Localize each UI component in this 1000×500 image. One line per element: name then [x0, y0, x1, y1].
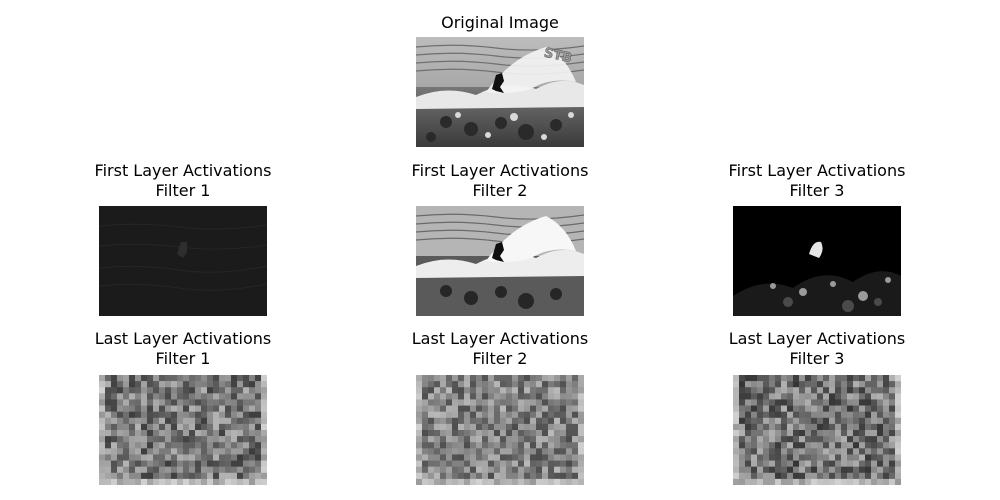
first-layer-filter-1-image — [99, 206, 267, 316]
original-image-title: Original Image — [340, 13, 660, 33]
first-layer-filter-3-label: Filter 3 — [789, 181, 845, 200]
last-layer-filter-2-image — [416, 375, 584, 485]
last-layer-filter-3-image — [733, 375, 901, 485]
first-layer-filter-1-heading: First Layer Activations — [94, 161, 272, 180]
first-layer-filter-1-title: First Layer Activations Filter 1 — [23, 161, 343, 201]
first-layer-filter-1-label: Filter 1 — [155, 181, 211, 200]
last-layer-filter-2-label: Filter 2 — [472, 349, 528, 368]
last-layer-filter-1-image — [99, 375, 267, 485]
last-layer-filter-1-label: Filter 1 — [155, 349, 211, 368]
last-layer-filter-2-title: Last Layer Activations Filter 2 — [340, 329, 660, 369]
first-layer-filter-3-title: First Layer Activations Filter 3 — [657, 161, 977, 201]
last-layer-filter-3-heading: Last Layer Activations — [728, 329, 906, 348]
watermark-text: STB — [543, 46, 574, 67]
last-layer-filter-1-heading: Last Layer Activations — [94, 329, 272, 348]
first-layer-filter-3-heading: First Layer Activations — [728, 161, 906, 180]
last-layer-filter-3-label: Filter 3 — [789, 349, 845, 368]
original-image: STB — [416, 37, 584, 147]
first-layer-filter-2-image — [416, 206, 584, 316]
last-layer-filter-1-title: Last Layer Activations Filter 1 — [23, 329, 343, 369]
last-layer-filter-2-heading: Last Layer Activations — [411, 329, 589, 348]
last-layer-filter-2-heatmap — [416, 375, 584, 485]
first-layer-filter-2-title: First Layer Activations Filter 2 — [340, 161, 660, 201]
last-layer-filter-3-title: Last Layer Activations Filter 3 — [657, 329, 977, 369]
first-layer-filter-3-image — [733, 206, 901, 316]
last-layer-filter-3-heatmap — [733, 375, 901, 485]
first-layer-filter-2-label: Filter 2 — [472, 181, 528, 200]
original-image-title-text: Original Image — [441, 13, 559, 32]
first-layer-filter-2-heading: First Layer Activations — [411, 161, 589, 180]
last-layer-filter-1-heatmap — [99, 375, 267, 485]
